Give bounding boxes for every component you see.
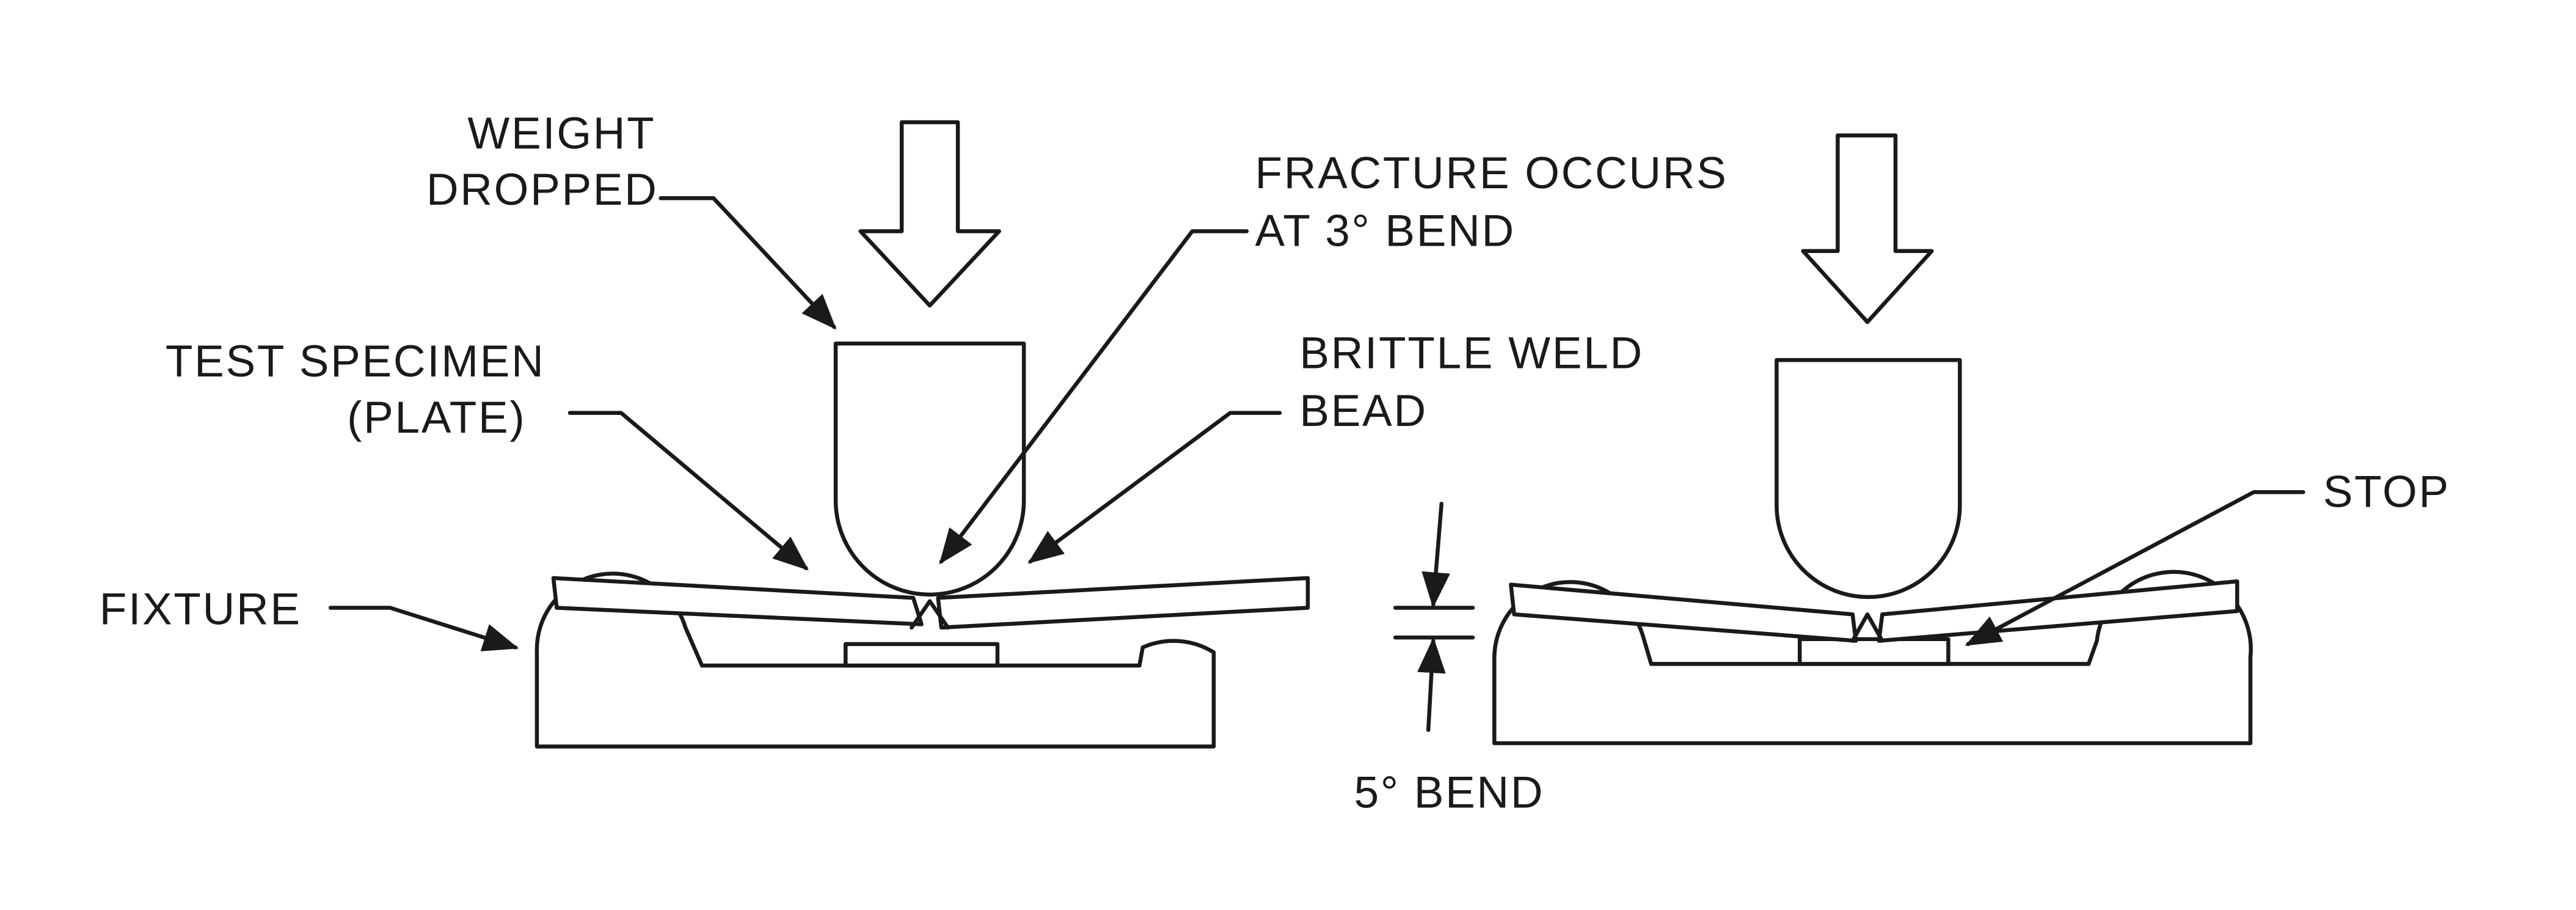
label-plate: (PLATE) (347, 393, 526, 442)
specimen-plate-left (551, 576, 924, 626)
right-assembly (1492, 133, 2253, 746)
weld-bead (1850, 612, 1885, 643)
label-weight: WEIGHT (467, 109, 655, 158)
leader-lines (328, 196, 2305, 651)
drop-arrow-icon (1801, 133, 1934, 325)
stop-block (1797, 637, 1950, 666)
label-dropped: DROPPED (426, 165, 659, 215)
striker (833, 341, 1026, 597)
label-test-specimen: TEST SPECIMEN (166, 337, 545, 386)
label-stop: STOP (2323, 468, 2450, 517)
weld-bead (910, 599, 950, 630)
drop-arrow-icon (858, 120, 1001, 308)
label-fracture-bend: AT 3° BEND (1255, 207, 1515, 256)
stop-block (844, 642, 1000, 668)
label-fixture: FIXTURE (100, 584, 302, 634)
label-fracture: FRACTURE OCCURS (1255, 149, 1728, 198)
left-assembly (535, 120, 1310, 749)
label-brittle-weld: BRITTLE WELD (1299, 329, 1643, 378)
label-bead: BEAD (1299, 386, 1427, 436)
specimen-plate-left (1509, 582, 1858, 643)
specimen-plate-right (936, 576, 1310, 630)
bend-dimension (1393, 501, 1475, 732)
label-bend: 5° BEND (1354, 768, 1545, 817)
striker (1775, 358, 1962, 600)
